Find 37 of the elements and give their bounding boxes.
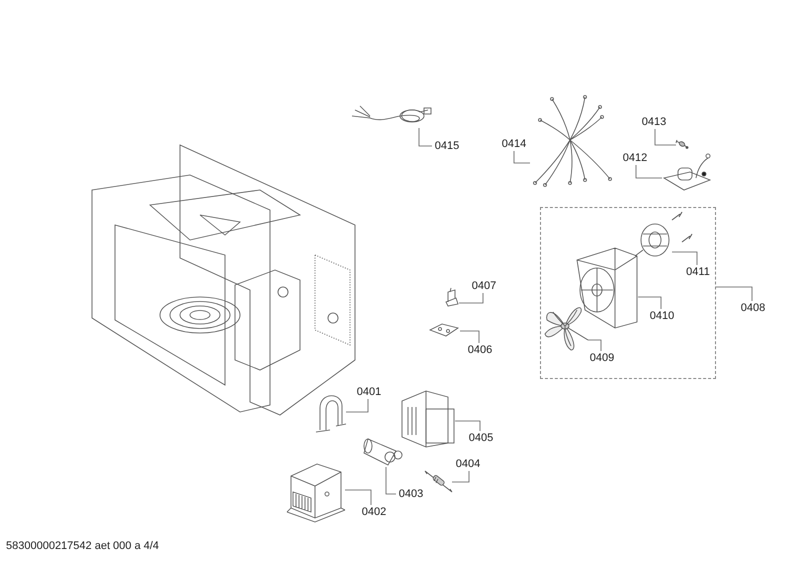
diode-drawing — [425, 470, 452, 492]
leader-line — [452, 470, 470, 482]
callout-number: 0410 — [647, 309, 677, 323]
callout-number: 0403 — [396, 487, 426, 501]
callout-number: 0412 — [620, 151, 650, 165]
leader-line — [346, 398, 368, 412]
callout-number: 0413 — [639, 115, 669, 129]
capacitor-drawing — [362, 437, 402, 467]
callout-number: 0414 — [499, 137, 529, 151]
leader-line — [418, 128, 432, 146]
leader-line — [638, 296, 662, 310]
callout-number: 0405 — [466, 431, 496, 445]
callout-number: 0402 — [359, 505, 389, 519]
leader-line — [588, 340, 602, 352]
leader-line — [460, 330, 480, 344]
pin-drawing — [676, 140, 688, 149]
leader-line — [458, 292, 484, 304]
leader-line — [386, 466, 396, 494]
leader-line — [654, 128, 676, 146]
leader-line — [344, 490, 372, 506]
callout-number: 0411 — [683, 265, 713, 279]
callout-number: 0401 — [354, 385, 384, 399]
callout-number: 0407 — [469, 279, 499, 293]
callout-number: 0409 — [587, 351, 617, 365]
drawing-number: 58300000217542 aet 000 a 4/4 — [6, 540, 159, 552]
leader-line — [672, 252, 698, 266]
leader-line — [636, 164, 662, 178]
switch-drawing — [444, 288, 459, 306]
wire-bundle-drawing — [530, 95, 612, 185]
callout-number: 0408 — [738, 301, 768, 315]
leader-line — [714, 286, 752, 302]
leader-line — [514, 150, 530, 164]
callout-number: 0415 — [432, 139, 462, 153]
callout-number: 0406 — [465, 343, 495, 357]
dashed-group-frame — [541, 208, 715, 378]
leader-line — [454, 420, 480, 432]
callout-number: 0404 — [453, 457, 483, 471]
